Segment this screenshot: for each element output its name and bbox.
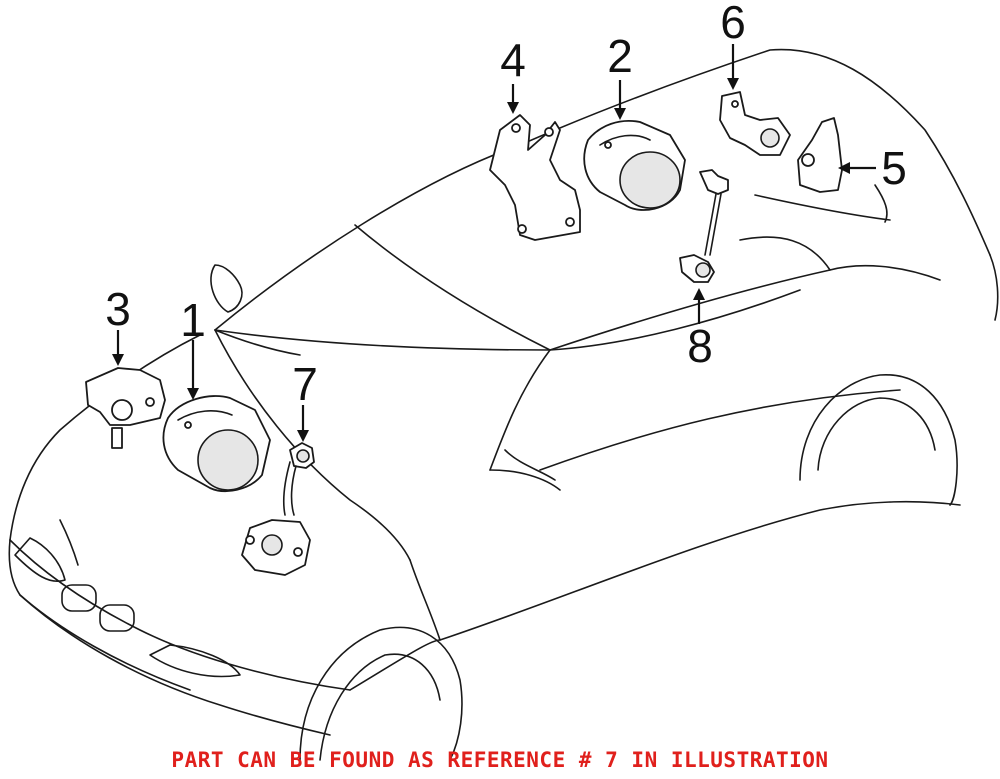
reference-caption: PART CAN BE FOUND AS REFERENCE # 7 IN IL… <box>171 748 829 772</box>
part-5-clip <box>797 117 843 193</box>
callout-4: 4 <box>500 34 526 86</box>
windshield-top <box>214 144 521 331</box>
hood-front-edge <box>9 539 351 691</box>
rear-wheel-inner <box>817 397 936 471</box>
part-1-sensor-module <box>162 395 271 492</box>
part-6-bracket <box>719 91 791 156</box>
part-4-bracket <box>489 114 581 241</box>
windshield-left-pillar <box>214 329 301 356</box>
front-wheel-arch <box>299 626 463 761</box>
rear-window-line <box>739 236 831 271</box>
left-headlight <box>14 537 66 582</box>
lower-bumper <box>19 594 331 736</box>
door-front-edge <box>489 469 561 491</box>
part-8-linkage-rod <box>679 169 729 283</box>
grille-left <box>61 584 97 612</box>
rear-deck-curve <box>874 184 888 223</box>
car-outline <box>8 48 999 761</box>
callout-1: 1 <box>180 294 206 346</box>
side-window-line <box>549 264 941 351</box>
part-2-sensor-module <box>583 120 686 211</box>
rear-deck-line <box>754 194 891 221</box>
right-headlight <box>149 644 241 678</box>
fender-line <box>349 639 441 691</box>
part-7-ride-height-sensor <box>241 442 315 576</box>
callout-7: 7 <box>292 358 318 410</box>
sill-line <box>439 500 961 641</box>
callout-8: 8 <box>687 320 713 372</box>
callout-5: 5 <box>881 142 907 194</box>
car-roof-line <box>519 48 991 256</box>
front-edge-crease <box>59 519 79 566</box>
windshield-inner <box>354 224 551 351</box>
front-fender-crease <box>409 559 441 641</box>
belt-line <box>539 389 901 471</box>
door-handle-area <box>504 449 556 481</box>
car-rear-edge <box>989 254 999 321</box>
grille-right <box>99 604 135 632</box>
callout-6: 6 <box>720 0 746 48</box>
a-pillar-lower <box>489 349 551 471</box>
callout-arrows <box>112 44 876 442</box>
part-3-bracket <box>85 367 166 449</box>
hood-rear-edge <box>9 334 201 541</box>
callout-labels: 4 2 6 5 8 3 1 7 <box>105 0 907 410</box>
callout-3: 3 <box>105 283 131 335</box>
hood-crease <box>214 329 411 561</box>
callout-2: 2 <box>607 30 633 82</box>
side-mirror <box>210 264 243 313</box>
front-wheel-inner <box>319 653 441 761</box>
rear-wheel-arch <box>799 374 958 506</box>
